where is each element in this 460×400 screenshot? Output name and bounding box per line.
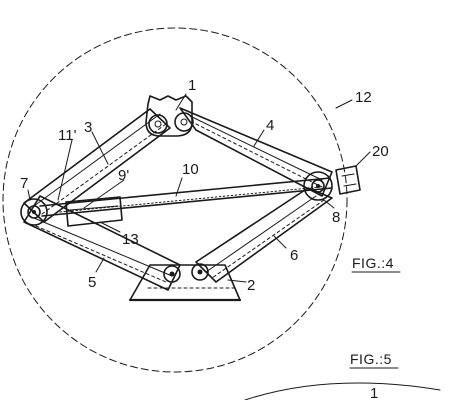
arm-6: [195, 187, 333, 283]
label-1-fig5: 1: [370, 385, 378, 400]
figure-caption-4: FIG.:4: [352, 255, 394, 271]
label-10: 10: [182, 161, 199, 178]
left-pivot: [20, 198, 48, 226]
label-8: 8: [332, 209, 340, 226]
arm-4: [179, 107, 333, 197]
right-pivot: [303, 171, 333, 201]
label-5: 5: [88, 274, 96, 291]
figure-caption-5: FIG.:5: [350, 351, 392, 367]
drive-coupling: [335, 165, 361, 195]
label-4: 4: [266, 117, 274, 134]
label-9-prime: 9': [118, 167, 129, 184]
fig5-arc: [244, 382, 441, 400]
label-3: 3: [84, 119, 92, 136]
label-12: 12: [355, 89, 372, 106]
label-11-prime: 11': [58, 127, 77, 144]
scissor-jack: [23, 107, 333, 291]
enclosing-circle: [2, 27, 348, 373]
label-2: 2: [247, 277, 255, 294]
label-6: 6: [290, 247, 298, 264]
bottom-base: [128, 263, 242, 302]
label-20: 20: [372, 143, 389, 160]
arm-3: [23, 108, 171, 223]
label-7: 7: [20, 175, 28, 192]
leader-lines: [27, 93, 371, 283]
nut-housing: [65, 196, 123, 227]
label-13: 13: [122, 231, 139, 248]
label-1: 1: [188, 77, 196, 94]
threaded-spindle: [39, 177, 333, 217]
